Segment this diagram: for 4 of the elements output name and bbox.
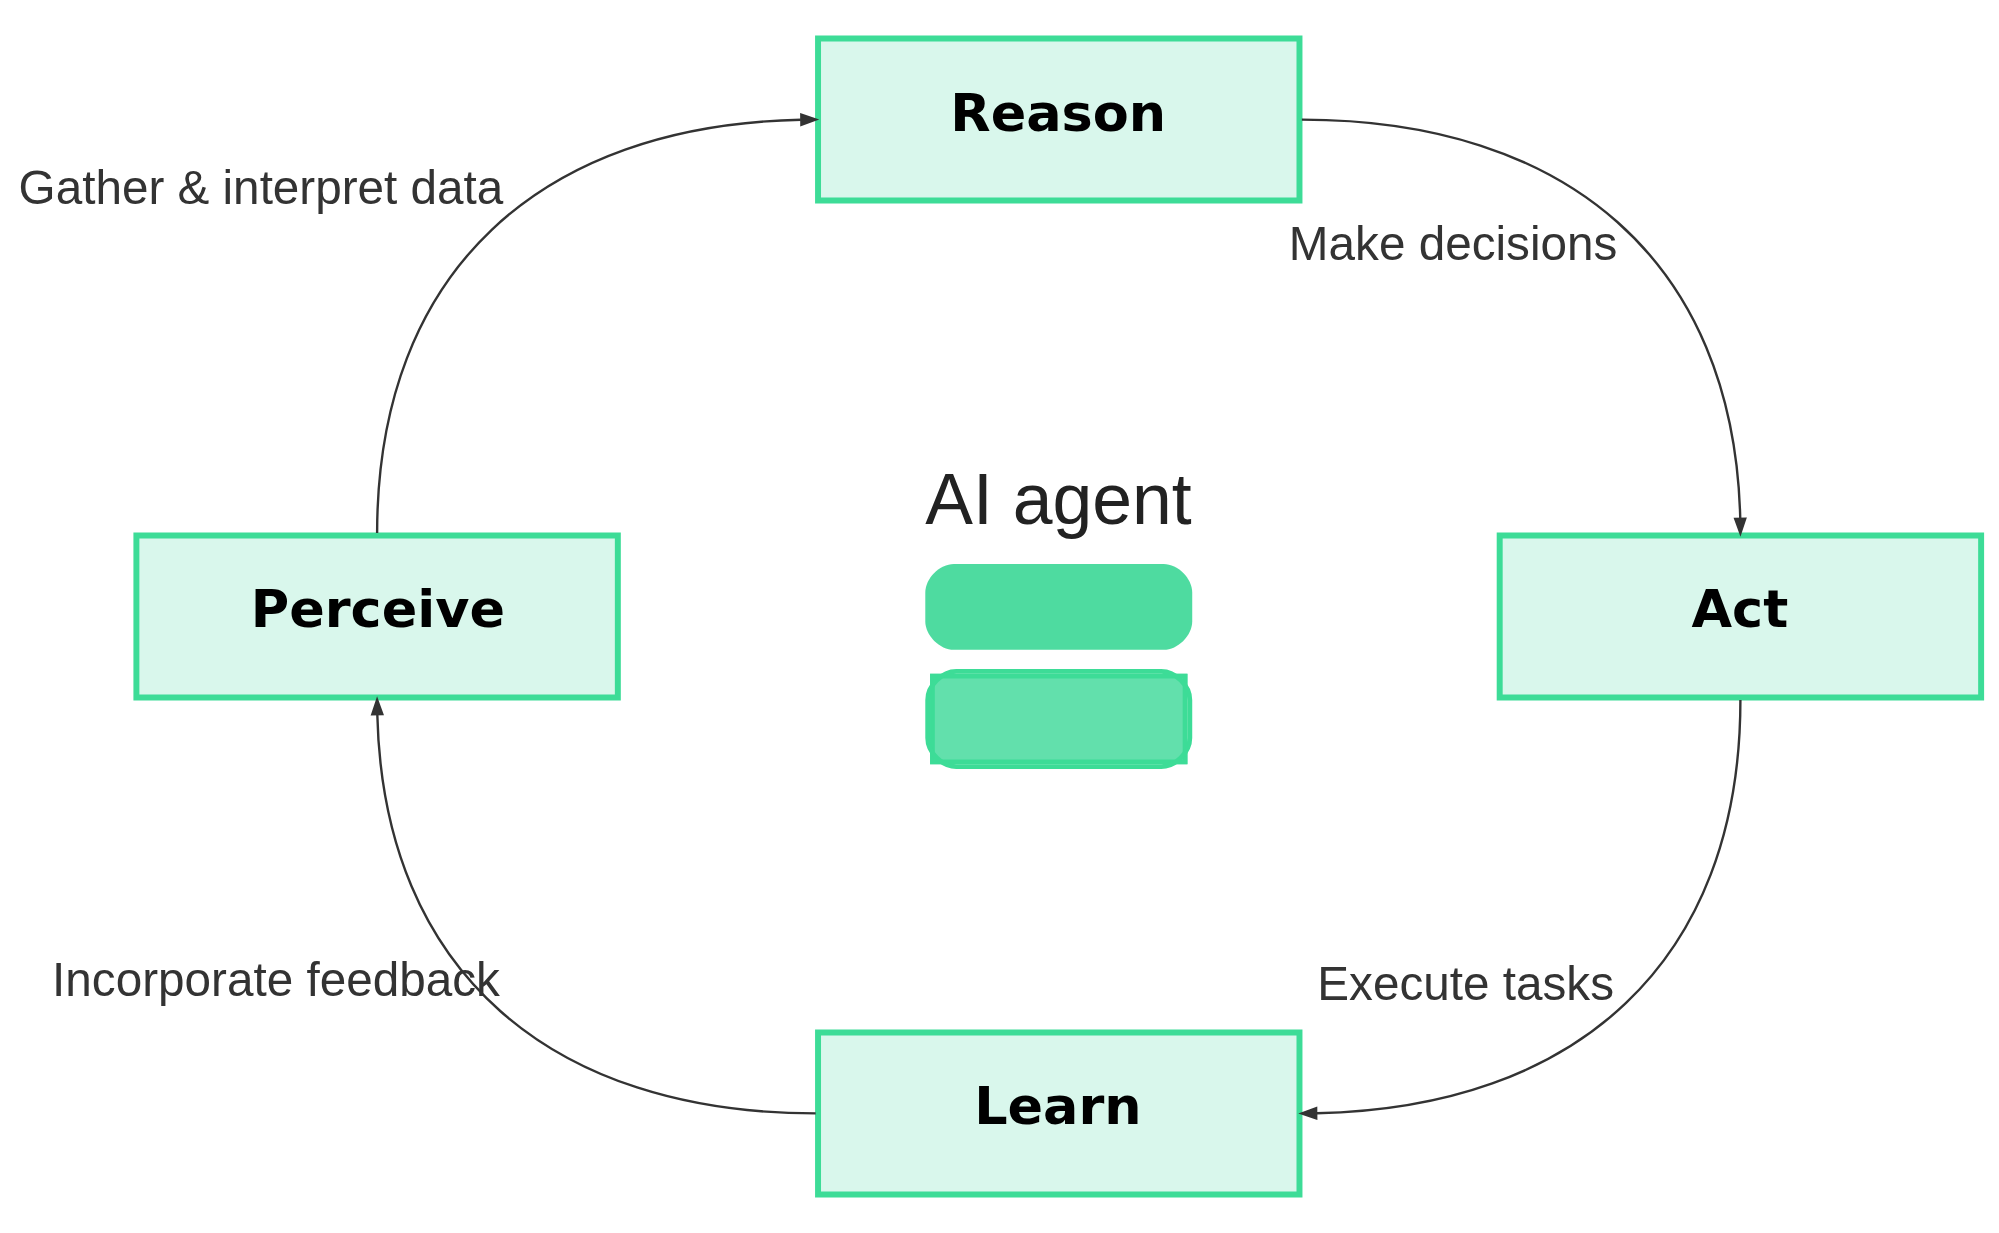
- edge-label: Execute tasks: [1317, 957, 1615, 1011]
- edge-label: Make decisions: [1288, 217, 1618, 271]
- node-label: AI agent: [925, 458, 1192, 539]
- edge-label: Gather & interpret data: [18, 161, 504, 215]
